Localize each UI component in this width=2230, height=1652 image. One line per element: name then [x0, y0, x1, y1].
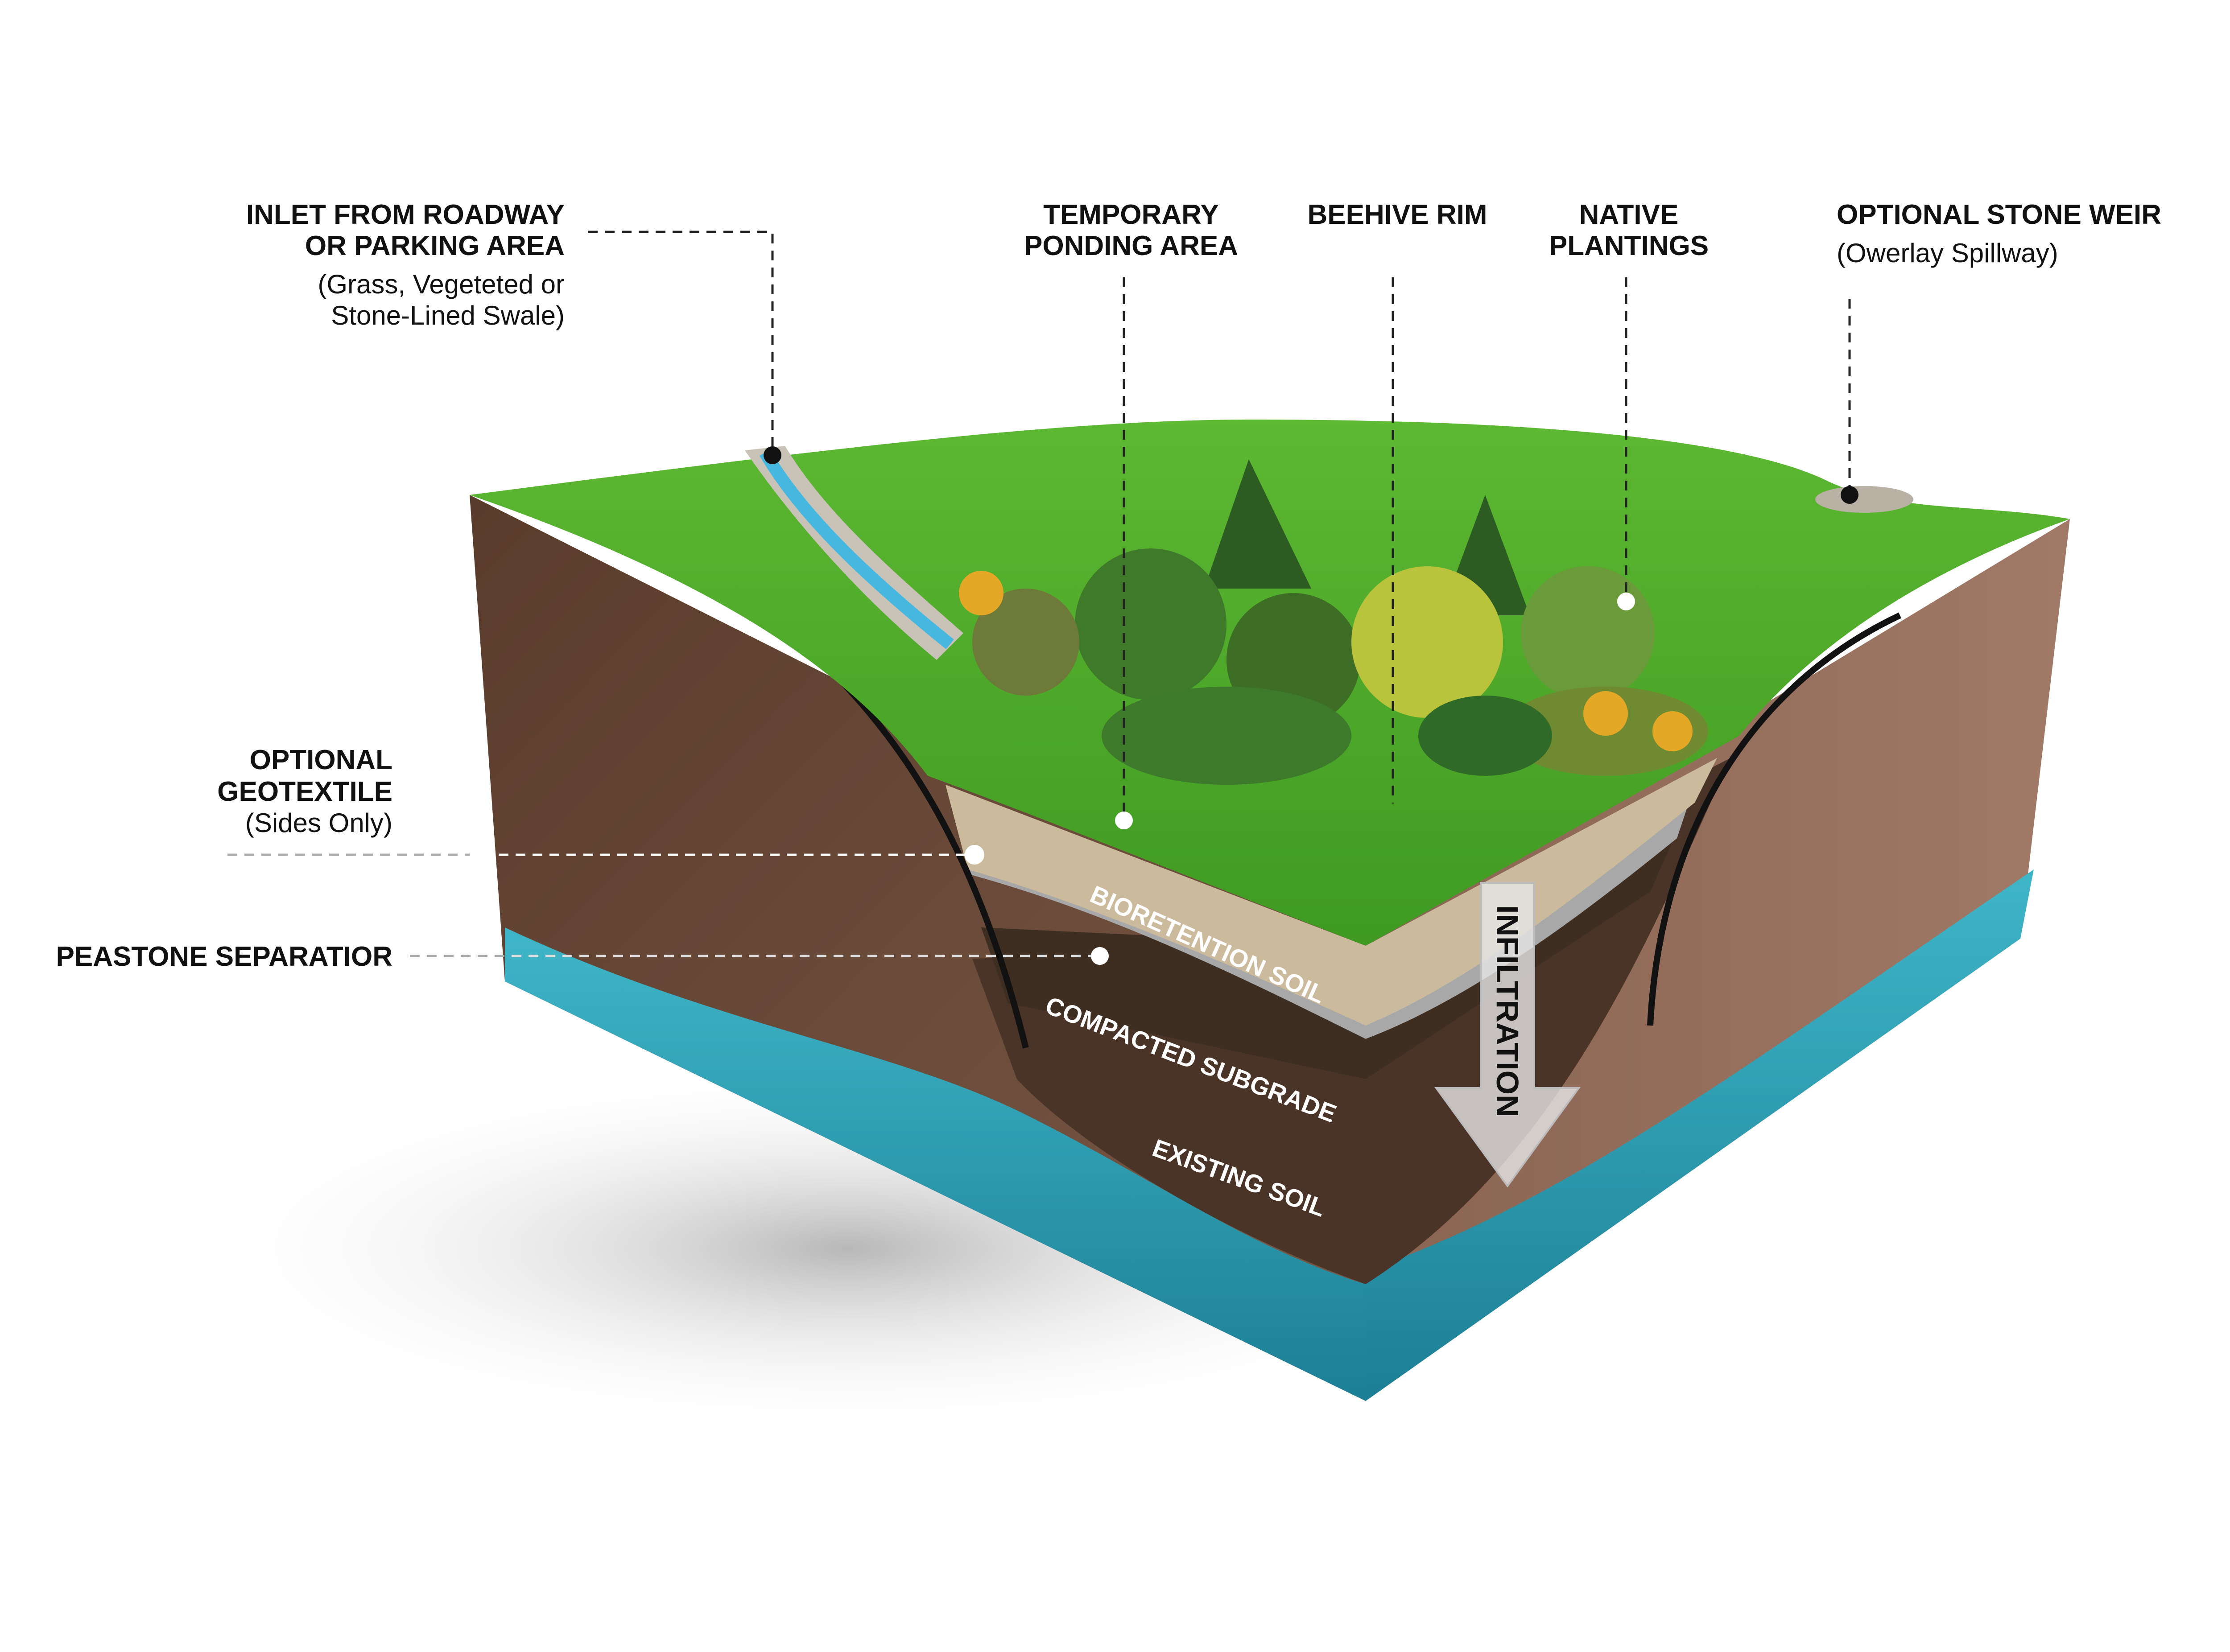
beehive-title: BEEHIVE RIM	[1307, 199, 1487, 230]
weir-title: OPTIONAL STONE WEIR	[1837, 199, 2161, 230]
plantings-title-2: PLANTINGS	[1549, 231, 1709, 261]
infiltration-arrow	[1434, 882, 1581, 1188]
geotextile-dot	[965, 845, 984, 865]
ponding-title-1: TEMPORARY	[1043, 199, 1219, 230]
inlet-title-1: INLET FROM ROADWAY	[246, 199, 565, 230]
geotextile-title-1: OPTIONAL	[250, 745, 392, 775]
geotextile-note: (Sides Only)	[245, 808, 392, 838]
inlet-water	[759, 449, 954, 649]
plantings-title-1: NATIVE	[1579, 199, 1679, 230]
inlet-leader	[588, 231, 774, 455]
bioretention-soil-layer	[946, 758, 1717, 1026]
ponding-dot	[1115, 812, 1133, 829]
inlet-note-2: Stone-Lined Swale)	[331, 301, 565, 330]
ponding-title-2: PONDING AREA	[1024, 231, 1238, 261]
inlet-note-1: (Grass, Vegeteted or	[318, 269, 565, 299]
geotextile-right	[1647, 612, 1901, 1026]
inlet-dot	[764, 446, 781, 464]
weir-dot	[1841, 486, 1858, 504]
peastone-title: PEASTONE SEPARATIOR	[56, 941, 392, 972]
native-plantings	[959, 459, 1708, 785]
right-face-water	[1366, 869, 2034, 1401]
peastone-dot	[1091, 947, 1109, 965]
weir-note: (Owerlay Spillway)	[1837, 238, 2058, 268]
inlet-title-2: OR PARKING AREA	[305, 231, 565, 261]
right-face-soil	[1366, 519, 2070, 1401]
geotextile-title-2: GEOTEXTILE	[217, 776, 392, 807]
infiltration-label: INFILTRATION	[1490, 905, 1525, 1117]
left-face-water	[505, 927, 1366, 1401]
plantings-dot	[1617, 593, 1635, 610]
stone-weir	[1815, 486, 1913, 513]
